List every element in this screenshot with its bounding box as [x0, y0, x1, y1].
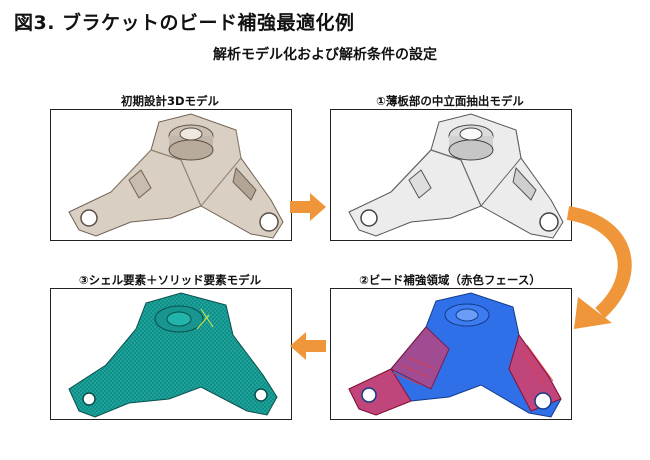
bracket-render-beige — [68, 113, 284, 239]
panel-midsurface-model — [330, 109, 572, 241]
arrow-left-icon — [290, 332, 326, 360]
bracket-render-gray — [348, 113, 564, 239]
panel-shell-solid-model — [50, 288, 292, 420]
arrow-curved-down-icon — [566, 206, 632, 329]
bracket-render-teal-mesh — [68, 292, 278, 418]
caption-shell-solid-model: ③シェル要素＋ソリッド要素モデル — [78, 273, 262, 287]
panel-initial-3d-model — [50, 109, 292, 241]
figure-subtitle: 解析モデル化および解析条件の設定 — [213, 47, 437, 63]
caption-initial-model: 初期設計3Dモデル — [120, 94, 220, 108]
figure-title: 図3. ブラケットのビード補強最適化例 — [14, 12, 355, 34]
panel-bead-region — [330, 288, 572, 420]
caption-midsurface-model: ①薄板部の中立面抽出モデル — [376, 94, 524, 108]
bracket-render-blue-red — [348, 292, 562, 418]
caption-bead-region: ②ビード補強領域（赤色フェース） — [359, 273, 541, 287]
arrow-right-icon — [290, 193, 326, 221]
